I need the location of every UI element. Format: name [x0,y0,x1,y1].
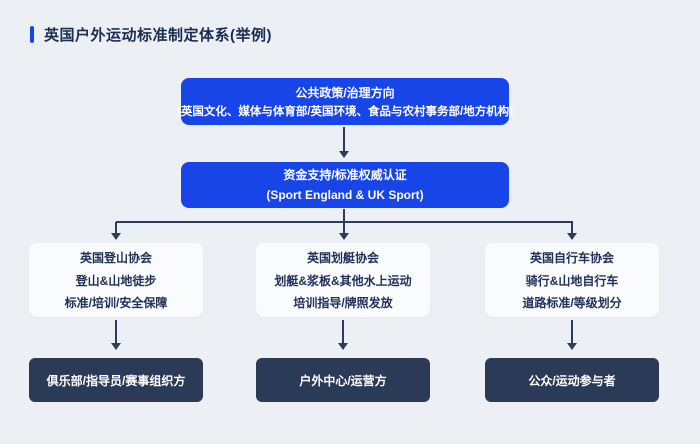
funding-box-line1: 资金支持/标准权威认证 [283,168,407,182]
branch-arrow-left-icon [111,222,121,240]
outcome-arrow-left-icon [111,320,121,350]
arrow-line [343,222,345,234]
tree-stub-line [343,209,345,222]
association-scope: 划艇&浆板&其他水上运动 [274,273,412,288]
association-card-mountaineering: 英国登山协会 登山&山地徒步 标准/培训/安全保障 [29,243,203,317]
outcome-box-public: 公众/运动参与者 [485,358,659,402]
page-title: 英国户外运动标准制定体系(举例) [44,27,272,44]
arrow-head-icon [567,343,577,350]
association-role: 道路标准/等级划分 [522,296,622,311]
association-role: 标准/培训/安全保障 [64,296,168,311]
association-name: 英国划艇协会 [306,250,379,265]
branch-arrow-right-icon [567,222,577,240]
arrow-head-icon [567,233,577,240]
outcome-box-centers: 户外中心/运营方 [256,358,430,402]
arrow-head-icon [339,233,349,240]
arrow-line [571,222,573,234]
arrow-head-icon [339,151,349,158]
association-card-paddling: 英国划艇协会 划艇&浆板&其他水上运动 培训指导/牌照发放 [256,243,430,317]
policy-box: 公共政策/治理方向 (英国文化、媒体与体育部/英国环境、食品与农村事务部/地方机… [177,78,513,125]
funding-box-line2: (Sport England & UK Sport) [266,188,424,202]
outcome-arrow-right-icon [567,320,577,350]
arrow-down-icon [339,127,349,158]
policy-box-line2: (英国文化、媒体与体育部/英国环境、食品与农村事务部/地方机构) [176,105,514,118]
title-accent-bar [30,26,34,43]
arrow-line [343,127,345,152]
arrow-head-icon [111,233,121,240]
arrow-line [342,320,344,344]
branch-arrow-center-icon [339,222,349,240]
association-name: 英国登山协会 [79,250,152,265]
arrow-head-icon [111,343,121,350]
arrow-head-icon [338,343,348,350]
policy-box-line1: 公共政策/治理方向 [295,85,395,100]
outcome-box-clubs: 俱乐部/指导员/赛事组织方 [29,358,203,402]
association-scope: 登山&山地徒步 [75,273,157,288]
association-role: 培训指导/牌照发放 [293,296,393,311]
arrow-line [115,320,117,344]
funding-box: 资金支持/标准权威认证 (Sport England & UK Sport) [181,162,509,208]
association-card-cycling: 英国自行车协会 骑行&山地自行车 道路标准/等级划分 [485,243,659,317]
page-title-row: 英国户外运动标准制定体系(举例) [30,24,272,45]
association-scope: 骑行&山地自行车 [525,273,619,288]
association-name: 英国自行车协会 [529,250,614,265]
arrow-line [571,320,573,344]
outcome-arrow-center-icon [338,320,348,350]
arrow-line [115,222,117,234]
